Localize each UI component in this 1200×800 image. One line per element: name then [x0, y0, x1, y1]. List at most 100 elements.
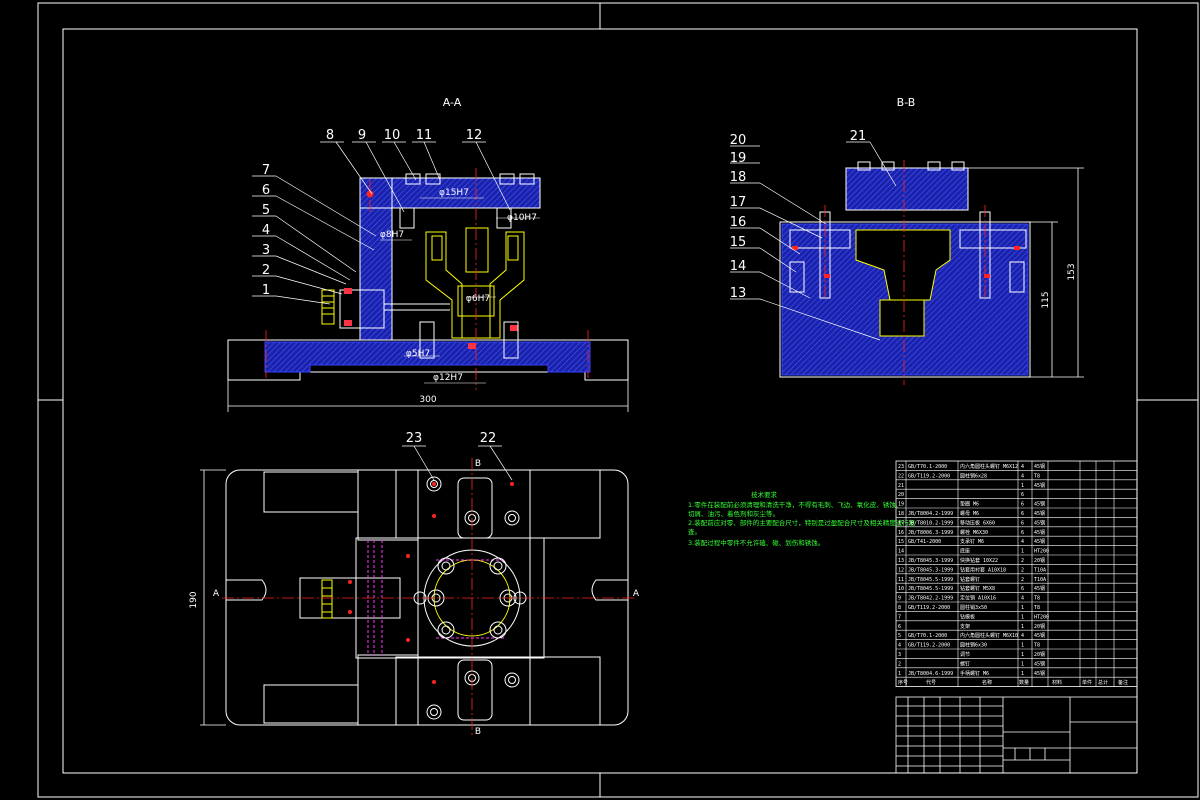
- bom-row-no: 8: [898, 605, 901, 611]
- bom-row-no: 1: [898, 671, 901, 677]
- bom-row-code: JB/T8042.2-1999: [908, 596, 953, 602]
- bom-row-qty: 2: [1021, 577, 1024, 583]
- bom-row-no: 2: [898, 661, 901, 667]
- bom-row-no: 10: [898, 586, 904, 592]
- part-label-7: 7: [262, 163, 270, 178]
- bom-row-material: 45钢: [1034, 660, 1045, 667]
- part-label-11: 11: [416, 128, 433, 143]
- bom-row-no: 3: [898, 652, 901, 658]
- bom-row-no: 12: [898, 567, 904, 573]
- bom-row-qty: 1: [1021, 643, 1024, 649]
- bom-row-material: T8: [1034, 643, 1040, 649]
- bom-row-qty: 4: [1021, 473, 1024, 479]
- part-label-9: 9: [358, 128, 366, 143]
- section-aa-title: A-A: [443, 96, 462, 109]
- bom-header-no: 序号: [898, 679, 908, 686]
- bom-row-name: 移动压板 6X60: [960, 519, 995, 526]
- bom-row-qty: 1: [1021, 624, 1024, 630]
- tech-note-line-4: 查。: [688, 527, 701, 536]
- bom-row-no: 17: [898, 520, 904, 526]
- zone-ticks: [38, 3, 1198, 797]
- dim-115: 115: [1041, 291, 1051, 308]
- part-label-15: 15: [730, 235, 747, 250]
- bom-row-no: 11: [898, 577, 904, 583]
- bom-row-material: 45钢: [1034, 529, 1045, 536]
- part-label-10: 10: [384, 128, 401, 143]
- bom-row-no: 14: [898, 549, 904, 555]
- bom-row-code: GB/T41-2000: [908, 539, 941, 545]
- bom-row-no: 20: [898, 492, 904, 498]
- bom-row-material: 45钢: [1034, 501, 1045, 508]
- bom-row-no: 21: [898, 483, 904, 489]
- bom-row-no: 15: [898, 539, 904, 545]
- bom-row-code: JB/T8010.2-1999: [908, 520, 953, 526]
- bom-row-name: 螺钉: [960, 660, 970, 667]
- bom-row-qty: 1: [1021, 549, 1024, 555]
- bom-row-material: T8: [1034, 473, 1040, 479]
- pin-mark: [366, 190, 374, 198]
- title-block: [895, 696, 1138, 774]
- bom-row-qty: 6: [1021, 511, 1024, 517]
- bom-row-code: JB/T8045.3-1999: [908, 558, 953, 564]
- bom-row-material: 45钢: [1034, 670, 1045, 677]
- bom-row-qty: 6: [1021, 530, 1024, 536]
- view-bb: 115 153: [779, 160, 1084, 385]
- bom-row-name: 快换钻套 10X22: [960, 557, 998, 564]
- bom-row-name: 圆柱销6x30: [960, 642, 987, 649]
- bom-row-material: T8: [1034, 596, 1040, 602]
- bom-row-name: 底座: [960, 548, 970, 555]
- dim-phi12: φ12H7: [433, 373, 463, 383]
- bom-header-material: 材料: [1052, 679, 1062, 686]
- tech-notes: 技术要求 1.零件在装配前必须清理和清洗干净，不得有毛刺、飞边、氧化皮、锈蚀、 …: [688, 490, 916, 547]
- bom-header-name: 名称: [982, 679, 992, 686]
- bom-row-qty: 4: [1021, 539, 1024, 545]
- bom-row-material: 45钢: [1034, 585, 1045, 592]
- part-label-12: 12: [466, 128, 483, 143]
- bom-row-no: 18: [898, 511, 904, 517]
- bom-header-total: 总计: [1098, 679, 1108, 686]
- bom-row-material: T10A: [1034, 577, 1046, 583]
- bom-row-code: JB/T8045.5-1999: [908, 586, 953, 592]
- bom-row-no: 4: [898, 643, 901, 649]
- outer-border: [37, 2, 1199, 798]
- part-label-5: 5: [262, 203, 270, 218]
- view-top: 190 A A B B: [189, 458, 640, 737]
- part-label-22: 22: [480, 431, 497, 446]
- bom-row-name: 螺母 M6: [960, 510, 979, 517]
- bom-row-no: 23: [898, 464, 904, 470]
- bom-row-qty: 6: [1021, 520, 1024, 526]
- bom-row-code: JB/T8006.3-1999: [908, 530, 953, 536]
- leaders-bb: [730, 141, 897, 341]
- bom-row-qty: 4: [1021, 596, 1024, 602]
- dim-phi15: φ15H7: [439, 188, 469, 198]
- bom-row-material: HT200: [1034, 549, 1049, 555]
- tech-note-line-1: 1.零件在装配前必须清理和清洗干净，不得有毛刺、飞边、氧化皮、锈蚀、: [688, 500, 902, 509]
- bom-header-code: 代号: [926, 679, 936, 686]
- bom-row-code: GB/T119.2-2000: [908, 605, 950, 611]
- bom-row-name: 手柄螺钉 M6: [960, 670, 989, 677]
- part-label-23: 23: [406, 431, 423, 446]
- part-label-18: 18: [730, 170, 747, 185]
- bom-row-code: JB/T8045.5-1999: [908, 577, 953, 583]
- bom-row-no: 9: [898, 596, 901, 602]
- part-label-3: 3: [262, 243, 270, 258]
- bom-row-name: 内六角圆柱头螺钉 M6X10: [960, 632, 1018, 639]
- tech-note-line-2: 切屑、油污、着色剂和灰尘等。: [688, 509, 779, 518]
- bom-row-code: GB/T70.1-2000: [908, 464, 947, 470]
- bom-row-name: 钻套螺钉 M5X8: [960, 585, 995, 592]
- bom-row-name: 圆柱销3x50: [960, 604, 987, 611]
- bom-row-qty: 1: [1021, 652, 1024, 658]
- part-label-4: 4: [262, 223, 270, 238]
- part-label-16: 16: [730, 215, 747, 230]
- section-bb-title: B-B: [897, 96, 916, 109]
- bom-row-name: 钻套螺钉: [960, 576, 980, 583]
- tech-notes-title: 技术要求: [751, 490, 778, 499]
- bom-row-name: 圆柱销6x28: [960, 472, 987, 479]
- bom-row-name: 内六角圆柱头螺钉 M6X12: [960, 463, 1018, 470]
- part-label-8: 8: [326, 128, 334, 143]
- bom-row-material: 20钢: [1034, 623, 1045, 630]
- section-mark-a-left: A: [213, 589, 220, 599]
- bom-row-no: 6: [898, 624, 901, 630]
